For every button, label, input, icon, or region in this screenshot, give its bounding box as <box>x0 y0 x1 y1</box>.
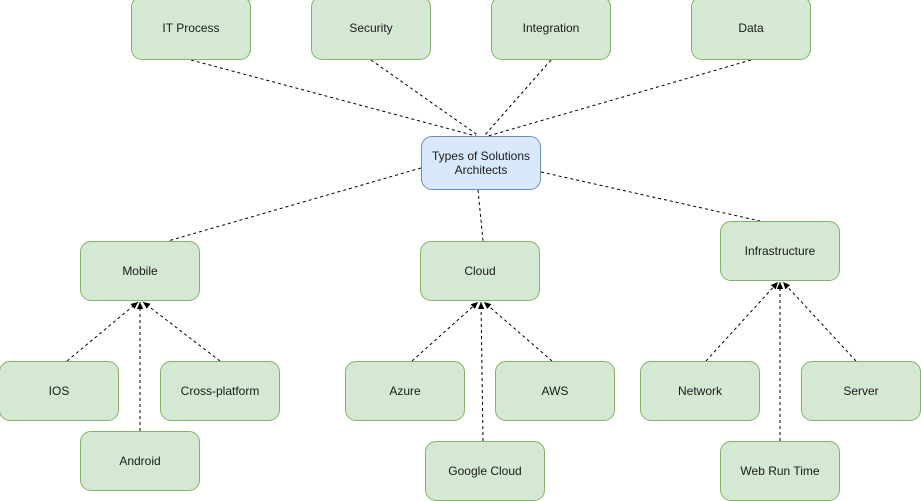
node-label: Network <box>677 384 722 398</box>
node-label: Web Run Time <box>740 464 820 478</box>
node-azure[interactable]: Azure <box>345 361 465 421</box>
edge-android-to-mobile <box>136 302 144 431</box>
node-label: IT Process <box>162 21 220 35</box>
node-cloud[interactable]: Cloud <box>420 241 540 301</box>
edge-arrowhead <box>770 282 778 290</box>
node-label: IOS <box>48 384 70 398</box>
node-label: Types of Solutions Architects <box>431 149 531 177</box>
edge-line <box>370 59 480 137</box>
node-label: Android <box>119 454 161 468</box>
node-label: Mobile <box>122 264 158 278</box>
edge-arrowhead <box>776 282 784 289</box>
node-label: Server <box>843 384 879 398</box>
node-integration[interactable]: Integration <box>491 0 611 60</box>
edge-web-run-time-to-infrastructure <box>776 282 784 441</box>
edge-line <box>540 171 761 222</box>
edge-cross-platform-to-mobile <box>142 301 221 362</box>
node-mobile[interactable]: Mobile <box>80 241 200 301</box>
edge-it-process-to-center <box>190 59 477 137</box>
edge-line <box>411 301 479 362</box>
edge-center-to-mobile <box>167 167 422 242</box>
edge-line <box>487 59 752 137</box>
node-google-cloud[interactable]: Google Cloud <box>425 441 545 501</box>
node-cross-platform[interactable]: Cross-platform <box>160 361 280 421</box>
edge-line <box>483 59 552 137</box>
node-server[interactable]: Server <box>801 361 921 421</box>
node-label: Cloud <box>464 264 496 278</box>
edge-arrowhead <box>470 302 478 310</box>
edge-line <box>705 281 779 362</box>
node-security[interactable]: Security <box>311 0 431 60</box>
edge-line <box>483 301 553 362</box>
node-ios[interactable]: IOS <box>0 361 119 421</box>
edge-server-to-infrastructure <box>782 281 857 362</box>
edge-center-to-cloud <box>477 189 484 242</box>
edge-line <box>190 59 477 137</box>
edge-line <box>142 301 221 362</box>
node-aws[interactable]: AWS <box>495 361 615 421</box>
node-label: Cross-platform <box>180 384 260 398</box>
edge-line <box>66 301 139 362</box>
node-label: AWS <box>541 384 569 398</box>
node-it-process[interactable]: IT Process <box>131 0 251 60</box>
edge-integration-to-center <box>483 59 552 137</box>
edge-line <box>480 301 484 442</box>
node-android[interactable]: Android <box>80 431 200 491</box>
edge-arrowhead <box>484 302 492 310</box>
node-center[interactable]: Types of Solutions Architects <box>421 136 541 190</box>
node-label: Integration <box>522 21 580 35</box>
edge-arrowhead <box>130 302 138 309</box>
node-network[interactable]: Network <box>640 361 760 421</box>
edge-ios-to-mobile <box>66 301 139 362</box>
edge-arrowhead <box>783 282 791 290</box>
edge-aws-to-cloud <box>483 301 553 362</box>
edge-azure-to-cloud <box>411 301 479 362</box>
edge-google-cloud-to-cloud <box>477 301 485 442</box>
edge-line <box>477 189 484 242</box>
node-label: Infrastructure <box>744 244 816 258</box>
edge-arrowhead <box>477 302 485 310</box>
node-label: Azure <box>389 384 421 398</box>
node-label: Security <box>349 21 393 35</box>
edge-security-to-center <box>370 59 480 137</box>
edge-network-to-infrastructure <box>705 281 779 362</box>
edge-arrowhead <box>136 302 144 309</box>
node-data[interactable]: Data <box>691 0 811 60</box>
edge-data-to-center <box>487 59 752 137</box>
edge-center-to-infrastructure <box>540 171 761 222</box>
node-infrastructure[interactable]: Infrastructure <box>720 221 840 281</box>
node-web-run-time[interactable]: Web Run Time <box>720 441 840 501</box>
edge-arrowhead <box>143 302 151 309</box>
node-label: Data <box>738 21 764 35</box>
node-label: Google Cloud <box>448 464 522 478</box>
edge-line <box>167 167 422 242</box>
edge-line <box>782 281 857 362</box>
